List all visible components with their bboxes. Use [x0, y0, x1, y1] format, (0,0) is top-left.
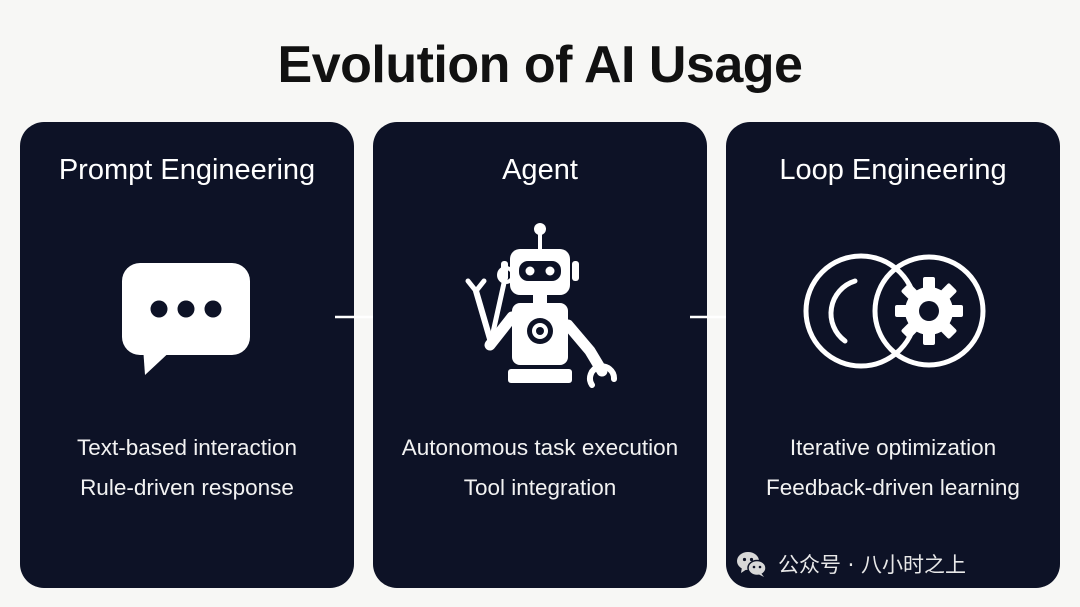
loop-gear-icon — [803, 253, 986, 369]
stage-description-line: Tool integration — [463, 475, 617, 500]
stage-card-agent: Agent Autonomous task execution Tool int… — [373, 122, 707, 588]
page-title: Evolution of AI Usage — [277, 36, 803, 94]
robot-with-wrench-icon — [465, 223, 617, 388]
stage-description-line: Rule-driven response — [80, 475, 294, 500]
watermark: 公众号 · 八小时之上 — [734, 544, 966, 584]
stage-title: Agent — [502, 154, 578, 186]
stage-card-loop-engineering: Loop Engineering Iterative optimization … — [726, 122, 1060, 588]
stage-card-prompt-engineering: Prompt Engineering Text-based interactio… — [20, 122, 354, 588]
stage-description-line: Iterative optimization — [789, 435, 997, 460]
stage-description-line: Autonomous task execution — [401, 435, 679, 460]
stage-description-line: Text-based interaction — [76, 435, 298, 460]
wechat-icon — [737, 552, 767, 577]
stage-title: Prompt Engineering — [58, 154, 316, 186]
chat-bubble-icon — [122, 263, 250, 375]
stage-title: Loop Engineering — [779, 154, 1007, 186]
watermark-text: 公众号 · 八小时之上 — [778, 553, 967, 577]
stage-description-line: Feedback-driven learning — [766, 475, 1020, 500]
